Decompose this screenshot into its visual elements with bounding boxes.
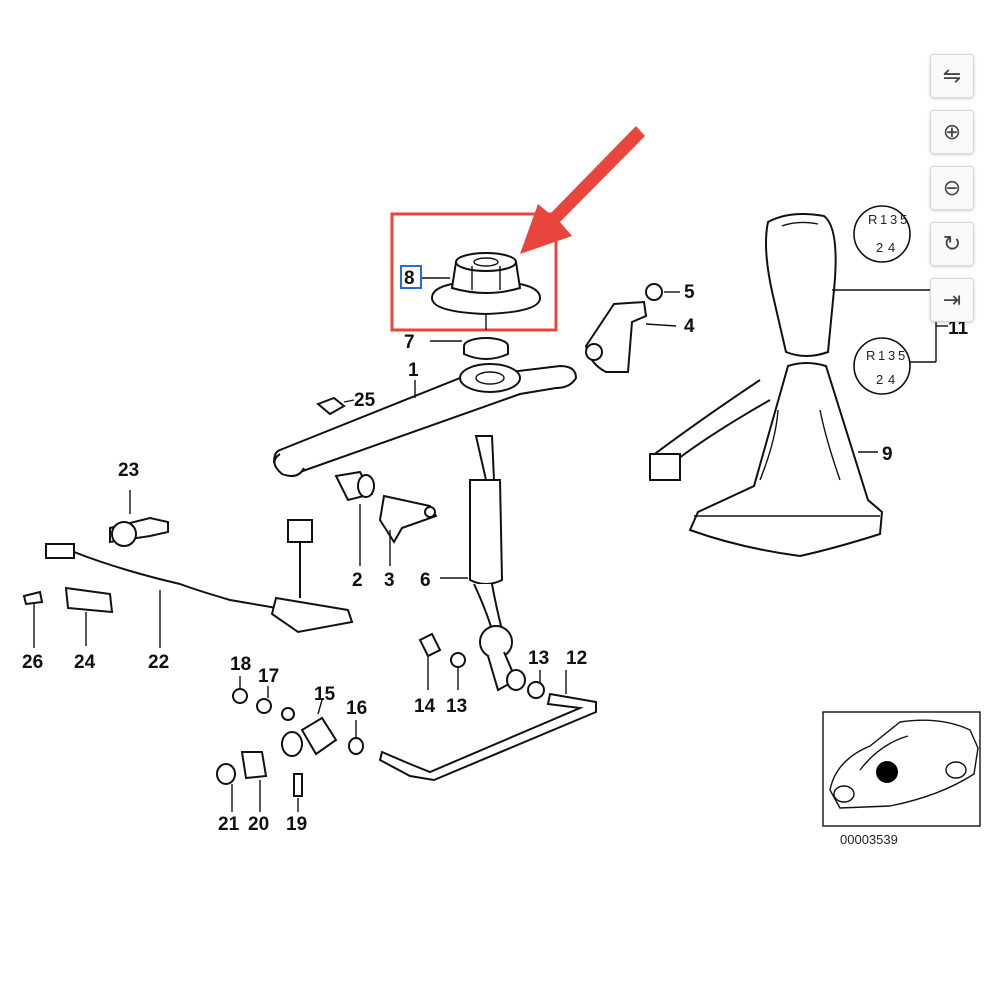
- callout-3[interactable]: 3: [384, 570, 395, 591]
- svg-text:2: 2: [876, 372, 883, 387]
- part-22-cable: [45, 519, 354, 648]
- arrow-to-right-icon[interactable]: ⇥: [930, 278, 974, 322]
- callout-14[interactable]: 14: [414, 696, 436, 717]
- svg-text:1: 1: [880, 212, 887, 227]
- reference-number: 00003539: [840, 832, 898, 847]
- callout-21[interactable]: 21: [218, 814, 240, 835]
- swap-arrows-icon[interactable]: ⇋: [930, 54, 974, 98]
- rotate-icon[interactable]: ↻: [930, 222, 974, 266]
- callout-20[interactable]: 20: [248, 814, 269, 835]
- callout-16[interactable]: 16: [346, 698, 367, 719]
- svg-text:R: R: [868, 212, 877, 227]
- callout-8-selected-box[interactable]: [400, 265, 422, 289]
- callout-17[interactable]: 17: [258, 666, 279, 687]
- part-13-washer-b: [450, 652, 466, 690]
- callout-19[interactable]: 19: [286, 814, 307, 835]
- callout-26[interactable]: 26: [22, 652, 43, 673]
- callout-13-upper[interactable]: 13: [528, 648, 549, 669]
- part-14-clip: [418, 632, 442, 690]
- callout-9[interactable]: 9: [882, 444, 893, 465]
- part-4-bracket: [584, 300, 677, 373]
- highlight-group: [390, 126, 645, 332]
- svg-text:2: 2: [876, 240, 883, 255]
- callout-8[interactable]: 8: [404, 268, 415, 289]
- location-marker: [876, 761, 898, 783]
- callout-13-lower[interactable]: 13: [446, 696, 467, 717]
- part-6-shift-rod: [440, 435, 518, 692]
- part-8-cap: [430, 252, 542, 330]
- part-9-shift-boot: [649, 362, 884, 558]
- vehicle-locator-inset: 00003539: [822, 711, 981, 847]
- part-1-lever-arm: [272, 363, 578, 477]
- callout-24[interactable]: 24: [74, 652, 96, 673]
- callout-5[interactable]: 5: [684, 282, 695, 303]
- part-2-bushing: [334, 470, 375, 566]
- callout-4[interactable]: 4: [684, 316, 695, 337]
- svg-text:3: 3: [888, 348, 895, 363]
- svg-text:3: 3: [890, 212, 897, 227]
- part-3-bracket: [378, 494, 438, 566]
- callout-22[interactable]: 22: [148, 652, 169, 673]
- zoom-out-icon[interactable]: ⊖: [930, 166, 974, 210]
- callout-labels: 1 2 3 4 5 6 7 8 9 10 11 12 13 13 14 15 1…: [22, 250, 969, 835]
- shift-pattern-top: R 1 3 5 2 4: [853, 205, 911, 263]
- svg-text:R: R: [866, 348, 875, 363]
- callout-25[interactable]: 25: [354, 390, 376, 411]
- zoom-in-icon[interactable]: ⊕: [930, 110, 974, 154]
- callout-1[interactable]: 1: [408, 360, 419, 381]
- callout-2[interactable]: 2: [352, 570, 363, 591]
- part-7-ring: [430, 337, 509, 360]
- viewer-toolbar: ⇋ ⊕ ⊖ ↻ ⇥: [930, 54, 976, 334]
- shift-pattern-bottom: R 1 3 5 2 4: [853, 337, 911, 395]
- callout-23[interactable]: 23: [118, 460, 139, 481]
- part-12-selector-rod: [378, 670, 597, 782]
- callout-11[interactable]: 11: [948, 318, 969, 339]
- part-5-nut: [645, 283, 680, 301]
- callout-7[interactable]: 7: [404, 332, 415, 353]
- svg-text:5: 5: [900, 212, 907, 227]
- part-24-cover: [64, 586, 114, 646]
- part-26-clip: [22, 590, 44, 648]
- callout-12[interactable]: 12: [566, 648, 587, 669]
- svg-text:5: 5: [898, 348, 905, 363]
- part-10-11-gear-knob: [765, 213, 948, 363]
- callout-18[interactable]: 18: [230, 654, 251, 675]
- svg-text:4: 4: [888, 372, 895, 387]
- highlight-box: [390, 212, 558, 332]
- highlight-arrow: [520, 126, 645, 254]
- svg-text:4: 4: [888, 240, 895, 255]
- part-23-switch: [109, 490, 169, 547]
- callout-15[interactable]: 15: [314, 684, 336, 705]
- part-13-washer-a: [506, 669, 545, 699]
- parts-15-21-hardware: [216, 676, 364, 812]
- part-25-clip: [316, 396, 355, 416]
- svg-text:1: 1: [878, 348, 885, 363]
- callout-6[interactable]: 6: [420, 570, 431, 591]
